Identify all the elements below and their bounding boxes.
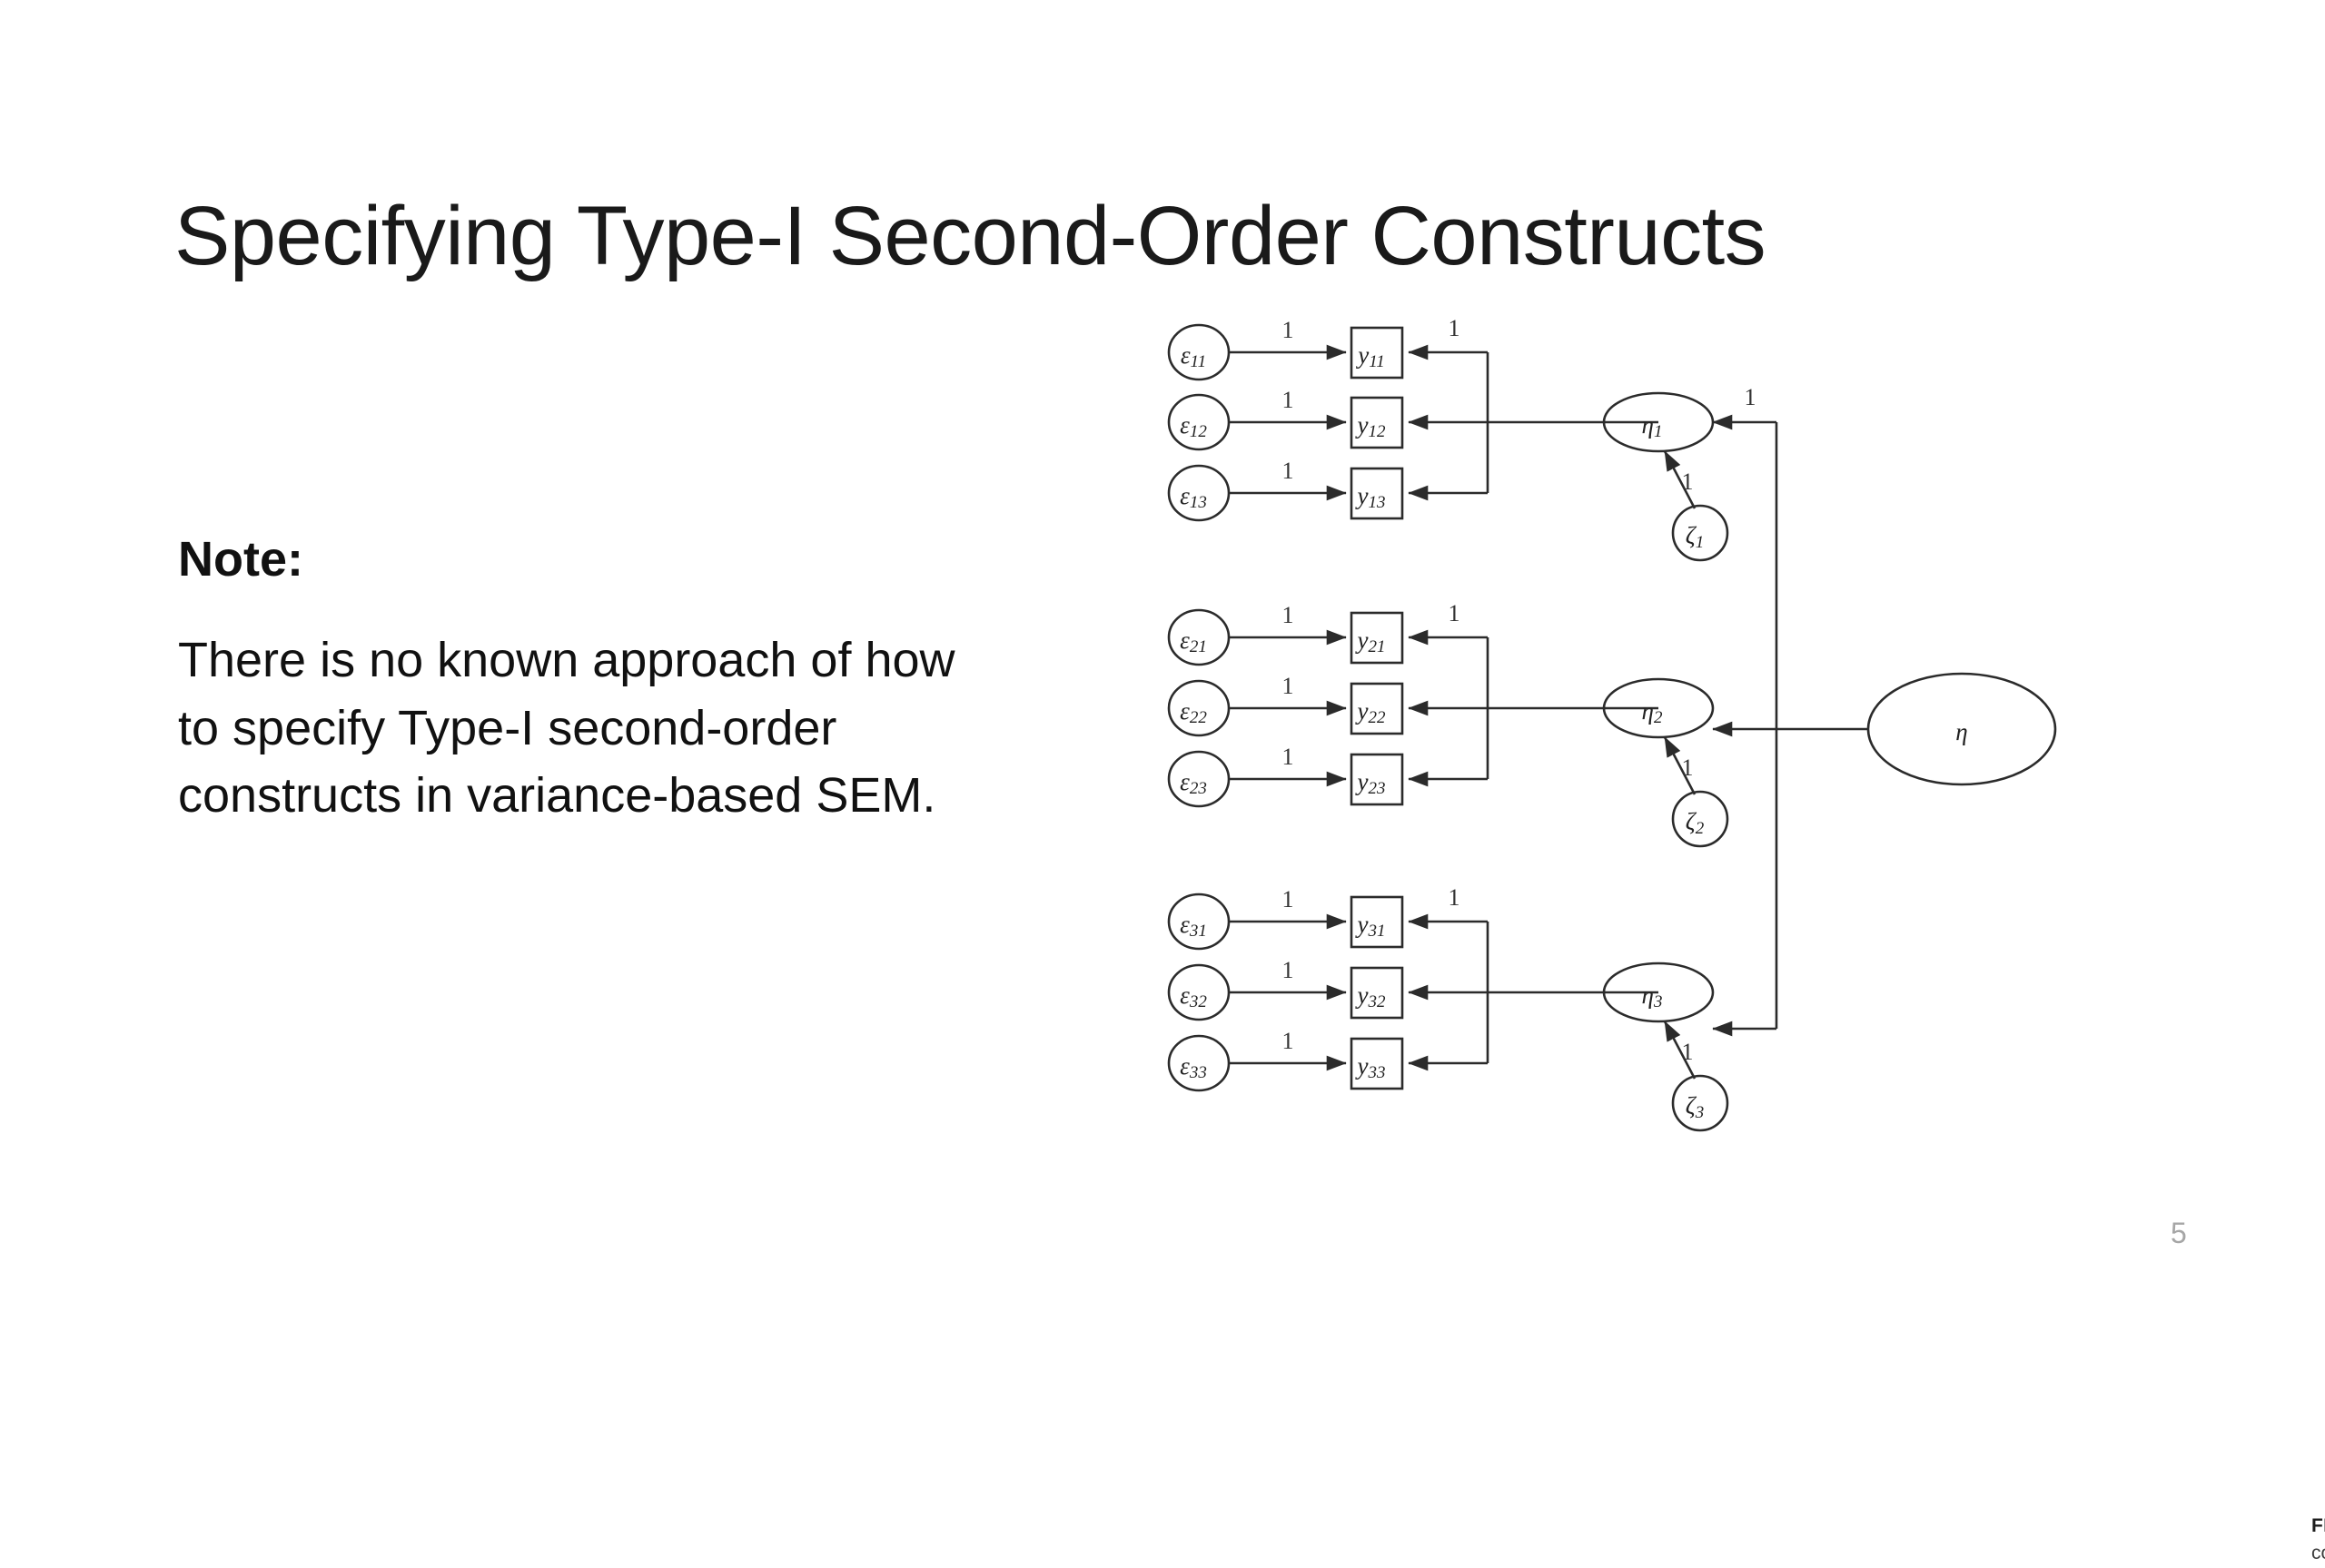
- label-zeta3: ζ3: [1686, 1092, 1704, 1122]
- measure-box-y22: [1350, 682, 1404, 735]
- measure-box-y12: [1350, 396, 1404, 449]
- error-node-e31: [1167, 892, 1231, 951]
- label-e12: ε12: [1180, 411, 1207, 441]
- label-e23: ε23: [1180, 768, 1207, 798]
- label-eta1: η1: [1642, 411, 1663, 441]
- sem-diagram-svg: ε11 ε12 ε13 y11 y12 y13 η1 ζ1 1 1 1 1 1 …: [1167, 315, 2057, 1132]
- error-node-e32: [1167, 963, 1231, 1021]
- latent-node-eta2: [1602, 677, 1715, 739]
- error-node-e22: [1167, 679, 1231, 737]
- measure-box-y13: [1350, 467, 1404, 520]
- label-y33: y33: [1355, 1052, 1386, 1082]
- label-y31: y31: [1355, 911, 1386, 941]
- loading-eta3-y31: 1: [1449, 884, 1460, 911]
- label-y23: y23: [1355, 768, 1386, 798]
- label-y13: y13: [1355, 482, 1386, 512]
- disturbance-node-zeta2: [1671, 790, 1729, 848]
- loading-zeta3: 1: [1682, 1039, 1694, 1065]
- label-e32: ε32: [1180, 981, 1207, 1011]
- label-eta: η: [1955, 718, 1967, 745]
- label-y22: y22: [1355, 697, 1386, 727]
- error-node-e13: [1167, 464, 1231, 522]
- loading-e11: 1: [1282, 317, 1294, 343]
- label-e31: ε31: [1180, 911, 1207, 941]
- loading-e31: 1: [1282, 886, 1294, 912]
- label-e22: ε22: [1180, 697, 1207, 727]
- figure-caption: FIGURE 10.2. Specifying a Type-I second-…: [2311, 1513, 2325, 1568]
- loading-e21: 1: [1282, 602, 1294, 628]
- loading-eta-eta1: 1: [1745, 384, 1756, 410]
- latent-node-eta3: [1602, 962, 1715, 1023]
- loading-e23: 1: [1282, 744, 1294, 770]
- label-y32: y32: [1355, 981, 1386, 1011]
- measure-box-y11: [1350, 326, 1404, 380]
- label-e33: ε33: [1180, 1052, 1207, 1082]
- note-body-text: There is no known approach of how to spe…: [178, 633, 955, 823]
- loading-e12: 1: [1282, 387, 1294, 413]
- measure-box-y31: [1350, 895, 1404, 949]
- page-title: Specifying Type-I Second-Order Construct…: [174, 189, 1766, 282]
- error-node-e11: [1167, 323, 1231, 381]
- error-node-e23: [1167, 750, 1231, 808]
- disturbance-node-zeta1: [1671, 504, 1729, 562]
- label-y12: y12: [1355, 411, 1386, 441]
- loading-e33: 1: [1282, 1028, 1294, 1054]
- second-order-latent-eta: [1866, 672, 2057, 786]
- error-node-e21: [1167, 608, 1231, 666]
- slide-canvas: Specifying Type-I Second-Order Construct…: [174, 189, 2325, 1564]
- loading-zeta1: 1: [1682, 468, 1694, 495]
- error-node-e12: [1167, 393, 1231, 451]
- loading-e13: 1: [1282, 458, 1294, 484]
- label-e21: ε21: [1180, 626, 1207, 656]
- measure-box-y23: [1350, 753, 1404, 806]
- measure-box-y21: [1350, 611, 1404, 665]
- label-y11: y11: [1355, 341, 1385, 371]
- loading-e32: 1: [1282, 957, 1294, 983]
- label-y21: y21: [1355, 626, 1386, 656]
- measure-box-y33: [1350, 1037, 1404, 1090]
- loading-e22: 1: [1282, 673, 1294, 699]
- path-zeta2-eta2: [1663, 736, 1697, 795]
- label-zeta2: ζ2: [1686, 808, 1705, 838]
- label-zeta1: ζ1: [1686, 522, 1704, 552]
- label-eta3: η3: [1642, 981, 1663, 1011]
- loading-eta2-y21: 1: [1449, 600, 1460, 626]
- disturbance-node-zeta3: [1671, 1074, 1729, 1132]
- loading-eta1-y11: 1: [1449, 315, 1460, 341]
- path-zeta3-eta3: [1663, 1021, 1697, 1080]
- label-eta2: η2: [1642, 697, 1663, 727]
- note-heading: Note:: [178, 532, 303, 587]
- loading-zeta2: 1: [1682, 754, 1694, 781]
- label-e11: ε11: [1181, 341, 1206, 371]
- figure-caption-label: FIGURE 10.2.: [2311, 1515, 2325, 1536]
- measure-box-y32: [1350, 966, 1404, 1020]
- error-node-e33: [1167, 1034, 1231, 1092]
- sem-path-diagram: ε11 ε12 ε13 y11 y12 y13 η1 ζ1 1 1 1 1 1 …: [1153, 300, 2325, 1563]
- label-e13: ε13: [1180, 482, 1207, 512]
- path-zeta1-eta1: [1663, 450, 1697, 509]
- page-number: 5: [2171, 1217, 2187, 1249]
